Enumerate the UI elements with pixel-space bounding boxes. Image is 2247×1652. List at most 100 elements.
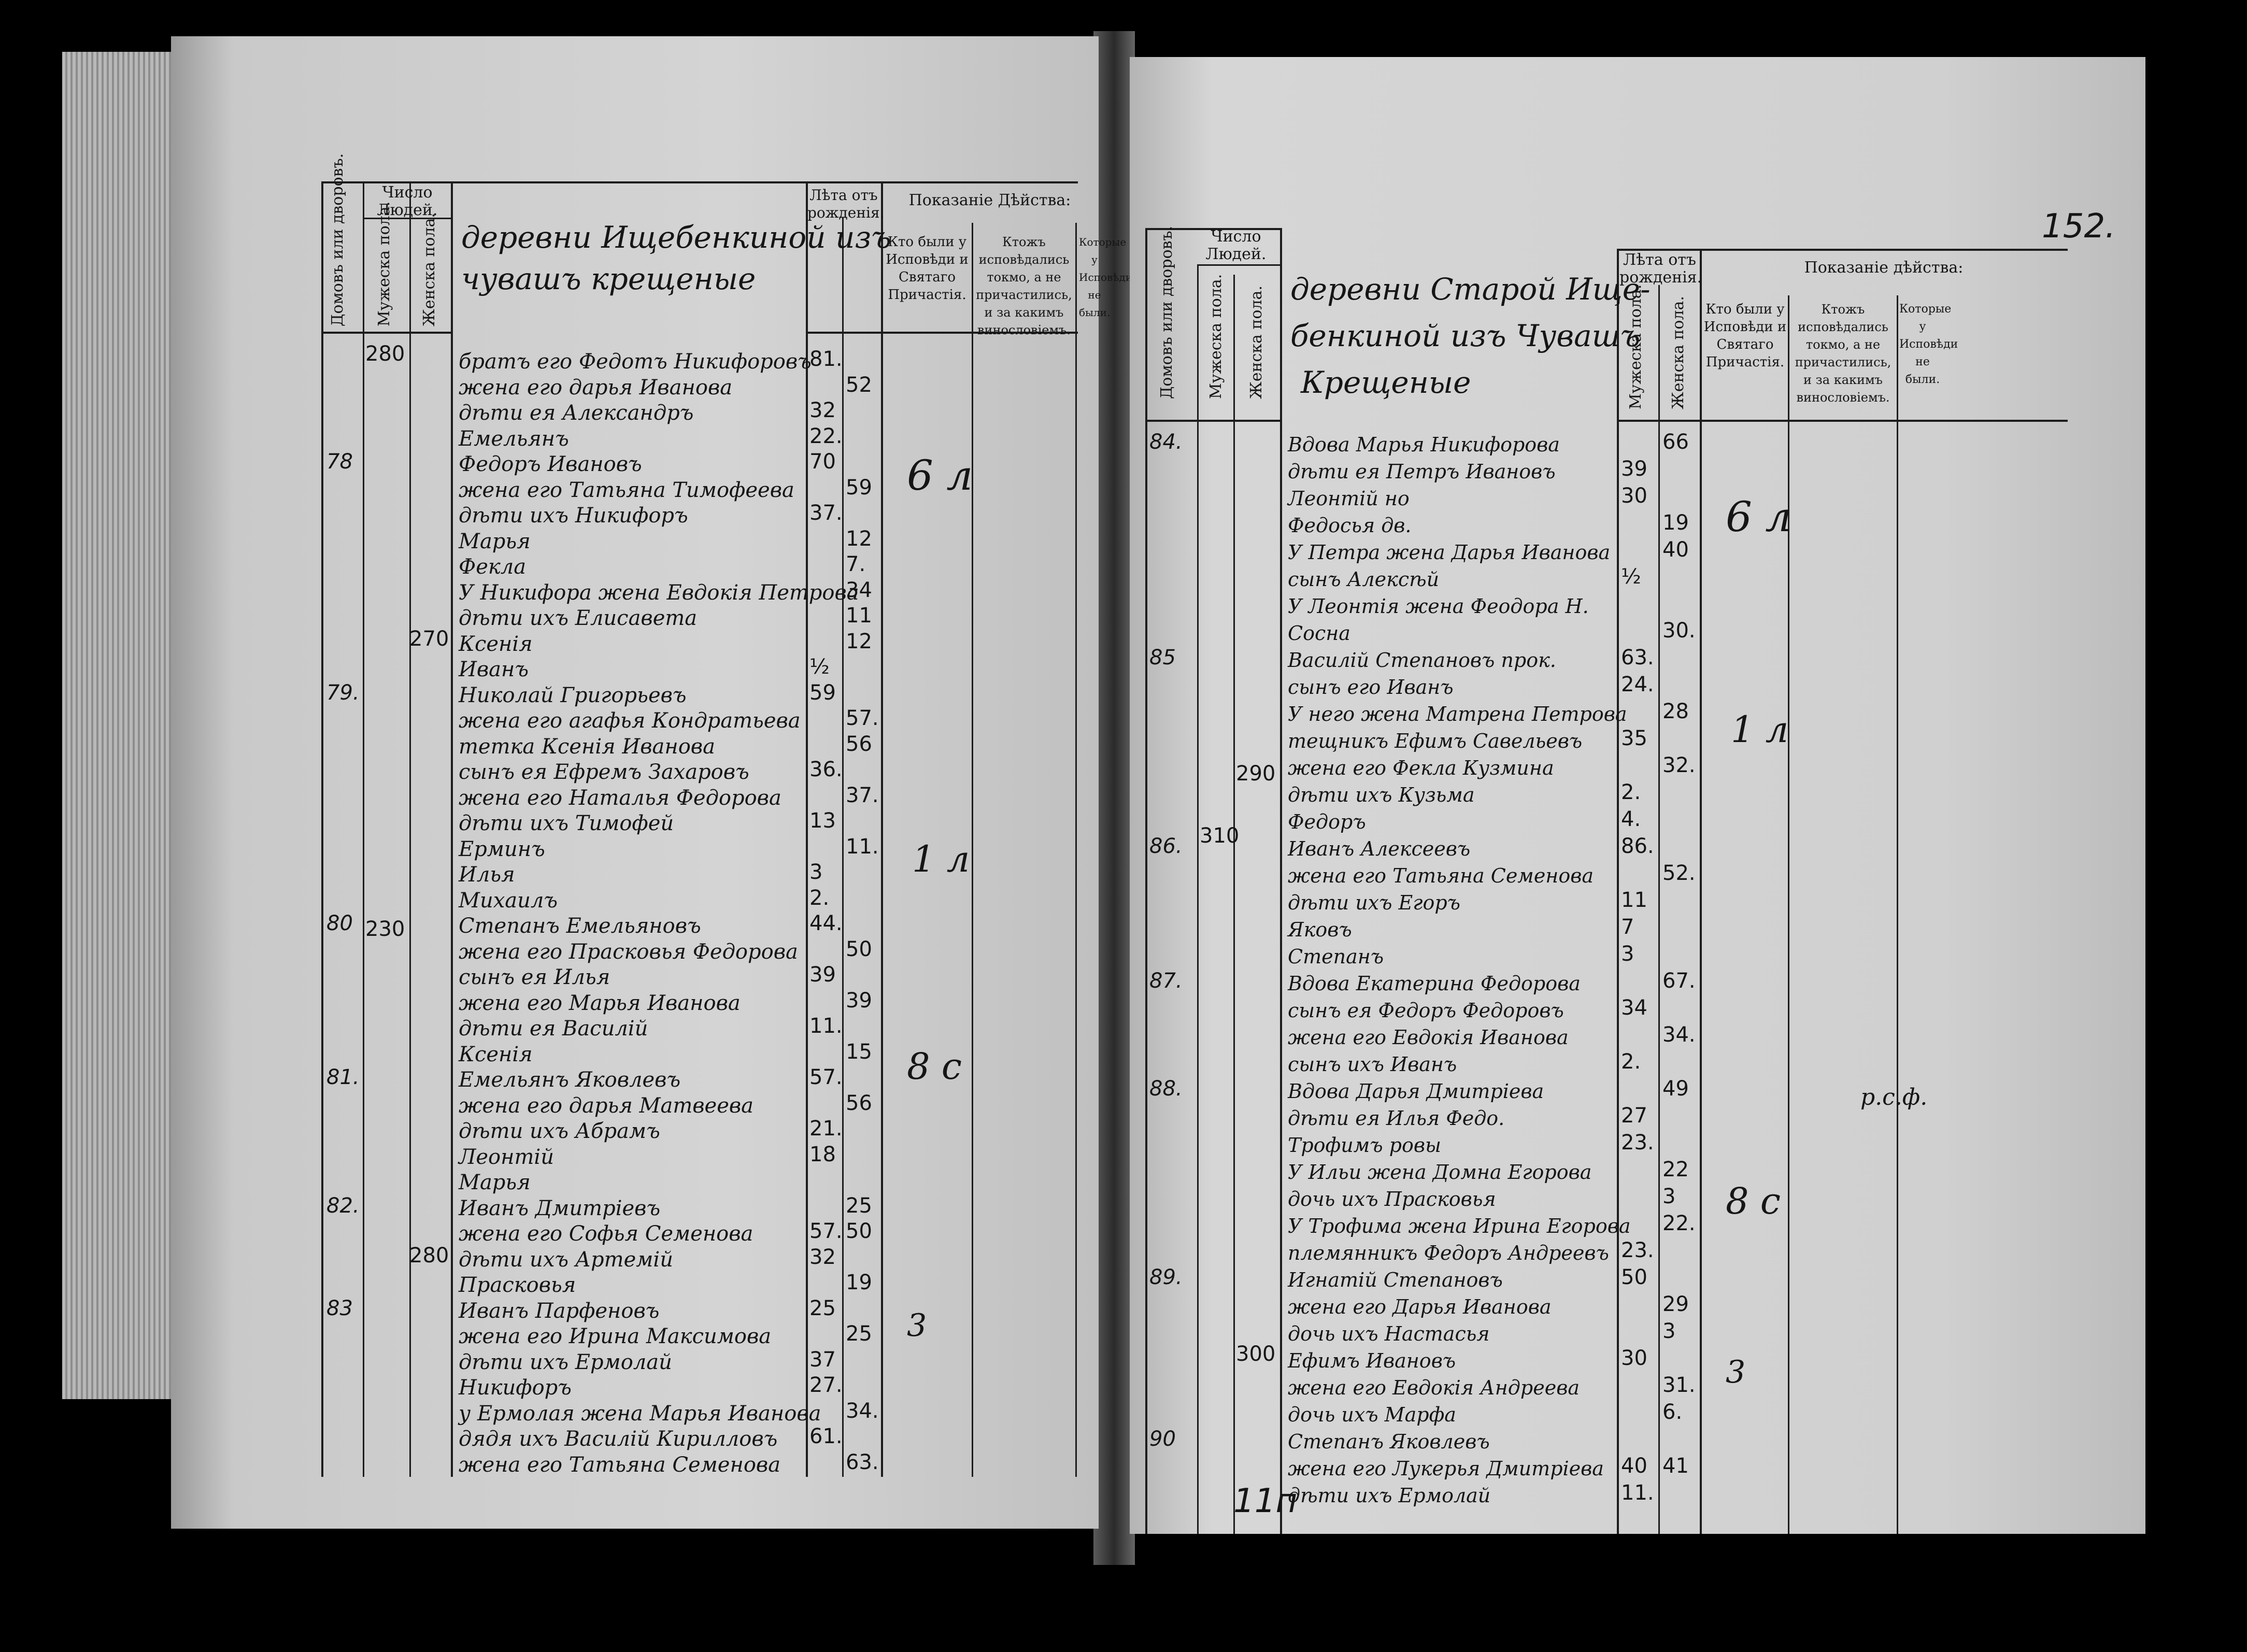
person-entry: Ерминъ xyxy=(459,837,545,861)
person-entry: жена его Татьяна Семенова xyxy=(1288,864,1594,887)
house-number: 88. xyxy=(1149,1077,1183,1101)
village-title-line1: деревни Старой Ище- xyxy=(1290,272,1651,307)
person-entry: дѣти ихъ Абрамъ xyxy=(459,1119,660,1143)
female-age: 25 xyxy=(846,1193,872,1218)
person-entry: дѣти ея Василій xyxy=(459,1017,648,1041)
people-group-header: Число Людей. xyxy=(1205,227,1267,263)
person-entry: Яковъ xyxy=(1288,918,1352,941)
female-age: 29 xyxy=(1662,1292,1689,1316)
person-entry: Федоръ Ивановъ xyxy=(459,452,642,476)
male-age: 23. xyxy=(1621,1238,1654,1262)
person-entry: жена его Лукерья Дмитріева xyxy=(1288,1457,1604,1480)
female-age: 67. xyxy=(1662,969,1696,993)
person-entry: племянникъ Федоръ Андреевъ xyxy=(1288,1242,1609,1264)
person-entry: жена его Софья Семенова xyxy=(459,1222,753,1246)
person-entry: жена его агафья Кондратьева xyxy=(459,709,801,733)
person-entry: Степанъ xyxy=(1288,945,1384,968)
person-entry: жена его Марья Иванова xyxy=(459,991,741,1015)
person-entry: жена его Евдокія Андреева xyxy=(1288,1376,1580,1399)
house-number: 81. xyxy=(326,1065,360,1089)
female-age: 34. xyxy=(1662,1023,1696,1047)
female-age: 32. xyxy=(1662,753,1696,777)
male-age: 36. xyxy=(809,758,843,781)
person-entry: жена его Евдокія Иванова xyxy=(1288,1026,1569,1049)
female-age: 63. xyxy=(846,1450,879,1474)
person-entry: жена его Фекла Кузмина xyxy=(1288,757,1554,779)
male-age: 7 xyxy=(1621,915,1634,939)
book-edge-left xyxy=(62,52,181,1399)
person-entry: дѣти ихъ Ермолай xyxy=(459,1350,672,1374)
people-group-header: Число Людей. xyxy=(377,183,438,219)
male-age: 30 xyxy=(1621,484,1647,508)
person-entry: Вдова Дарья Дмитріева xyxy=(1288,1080,1544,1103)
person-entry: дѣти ихъ Никифоръ xyxy=(459,504,688,528)
person-entry: дѣти ихъ Артемій xyxy=(459,1247,673,1272)
person-entry: жена его Татьяна Тимофеева xyxy=(459,478,794,502)
female-age: 7. xyxy=(846,552,866,576)
person-entry: Федосья дв. xyxy=(1288,514,1412,537)
person-entry: сынъ его Иванъ xyxy=(1288,676,1454,699)
male-age: 11. xyxy=(1621,1481,1654,1505)
action-mark: р.с.ф. xyxy=(1860,1084,1928,1110)
person-entry: сынъ ея Федоръ Федоровъ xyxy=(1288,999,1564,1022)
house-number: 84. xyxy=(1149,430,1183,454)
male-age: ½ xyxy=(809,655,830,679)
house-number: 82. xyxy=(326,1193,360,1218)
male-age: 37. xyxy=(809,501,843,525)
male-age: ½ xyxy=(1621,565,1641,589)
female-age: 52 xyxy=(846,373,872,397)
male-age: 40 xyxy=(1621,1454,1647,1478)
male-age: 57. xyxy=(809,1219,843,1243)
female-age: 19 xyxy=(1662,511,1689,535)
female-age: 12 xyxy=(846,629,872,653)
house-number: 86. xyxy=(1149,834,1183,858)
person-entry: дѣти ихъ Елисавета xyxy=(459,606,698,630)
action-mark: 1 л xyxy=(912,838,970,880)
male-age: 39 xyxy=(1621,457,1647,481)
female-age: 34 xyxy=(846,578,872,602)
not-confessed-header: Которые у Исповѣди не были. xyxy=(1079,236,1132,319)
person-entry: братъ его Федотъ Никифоровъ xyxy=(459,350,812,374)
female-years-header: Женска пола. xyxy=(1669,296,1687,409)
book-spine xyxy=(1093,31,1135,1565)
house-number: 78 xyxy=(326,450,353,474)
male-age: 44. xyxy=(809,912,843,935)
village-title-line1: деревни Ищебенкиной изъ xyxy=(461,220,891,255)
person-entry: дѣти ея Александръ xyxy=(459,401,694,425)
male-age: 30 xyxy=(1621,1346,1647,1370)
person-entry: жена его Прасковья Федорова xyxy=(459,939,798,964)
person-entry: У него жена Матрена Петрова xyxy=(1288,703,1627,725)
person-entry: Иванъ xyxy=(459,658,529,681)
female-age: 11 xyxy=(846,604,872,628)
female-age: 31. xyxy=(1662,1373,1696,1397)
person-entry: Игнатій Степановъ xyxy=(1288,1269,1503,1291)
male-age: 57. xyxy=(809,1065,843,1089)
female-age: 15 xyxy=(846,1039,872,1064)
male-age: 3 xyxy=(809,860,823,884)
person-entry: сынъ ея Илья xyxy=(459,965,610,989)
female-age: 19 xyxy=(846,1271,872,1294)
female-header: Женска пола. xyxy=(420,213,438,326)
side-count: 280 xyxy=(409,1244,449,1268)
male-age: 11. xyxy=(809,1014,843,1038)
not-confessed-header: Которые у Исповѣди не были. xyxy=(1899,303,1958,386)
person-entry: сынъ ихъ Иванъ xyxy=(1288,1053,1457,1076)
person-entry: дѣти ихъ Кузьма xyxy=(1288,784,1475,806)
male-age: 25 xyxy=(809,1296,836,1320)
person-entry: У Трофима жена Ирина Егорова xyxy=(1288,1215,1631,1237)
house-number: 80 xyxy=(326,912,353,935)
person-entry: Иванъ Дмитріевъ xyxy=(459,1196,661,1220)
male-age: 23. xyxy=(1621,1131,1654,1155)
years-group-header: Лѣта отъ рожденія. xyxy=(807,187,885,221)
side-count: 290 xyxy=(1236,762,1276,786)
person-entry: сынъ Алексѣй xyxy=(1288,568,1440,591)
house-number: 90 xyxy=(1149,1427,1176,1451)
side-count: 270 xyxy=(409,627,449,651)
male-age: 2. xyxy=(1621,1050,1641,1074)
person-entry: Федоръ xyxy=(1288,810,1366,833)
female-age: 30. xyxy=(1662,619,1696,643)
confessed-header: Кто были у Исповѣди и Святаго Причастія. xyxy=(1703,302,1787,370)
confessed-header: Кто были у Исповѣди и Святаго Причастія. xyxy=(886,234,969,303)
person-entry: жена его Ирина Максимова xyxy=(459,1325,772,1348)
male-age: 35 xyxy=(1621,727,1647,750)
